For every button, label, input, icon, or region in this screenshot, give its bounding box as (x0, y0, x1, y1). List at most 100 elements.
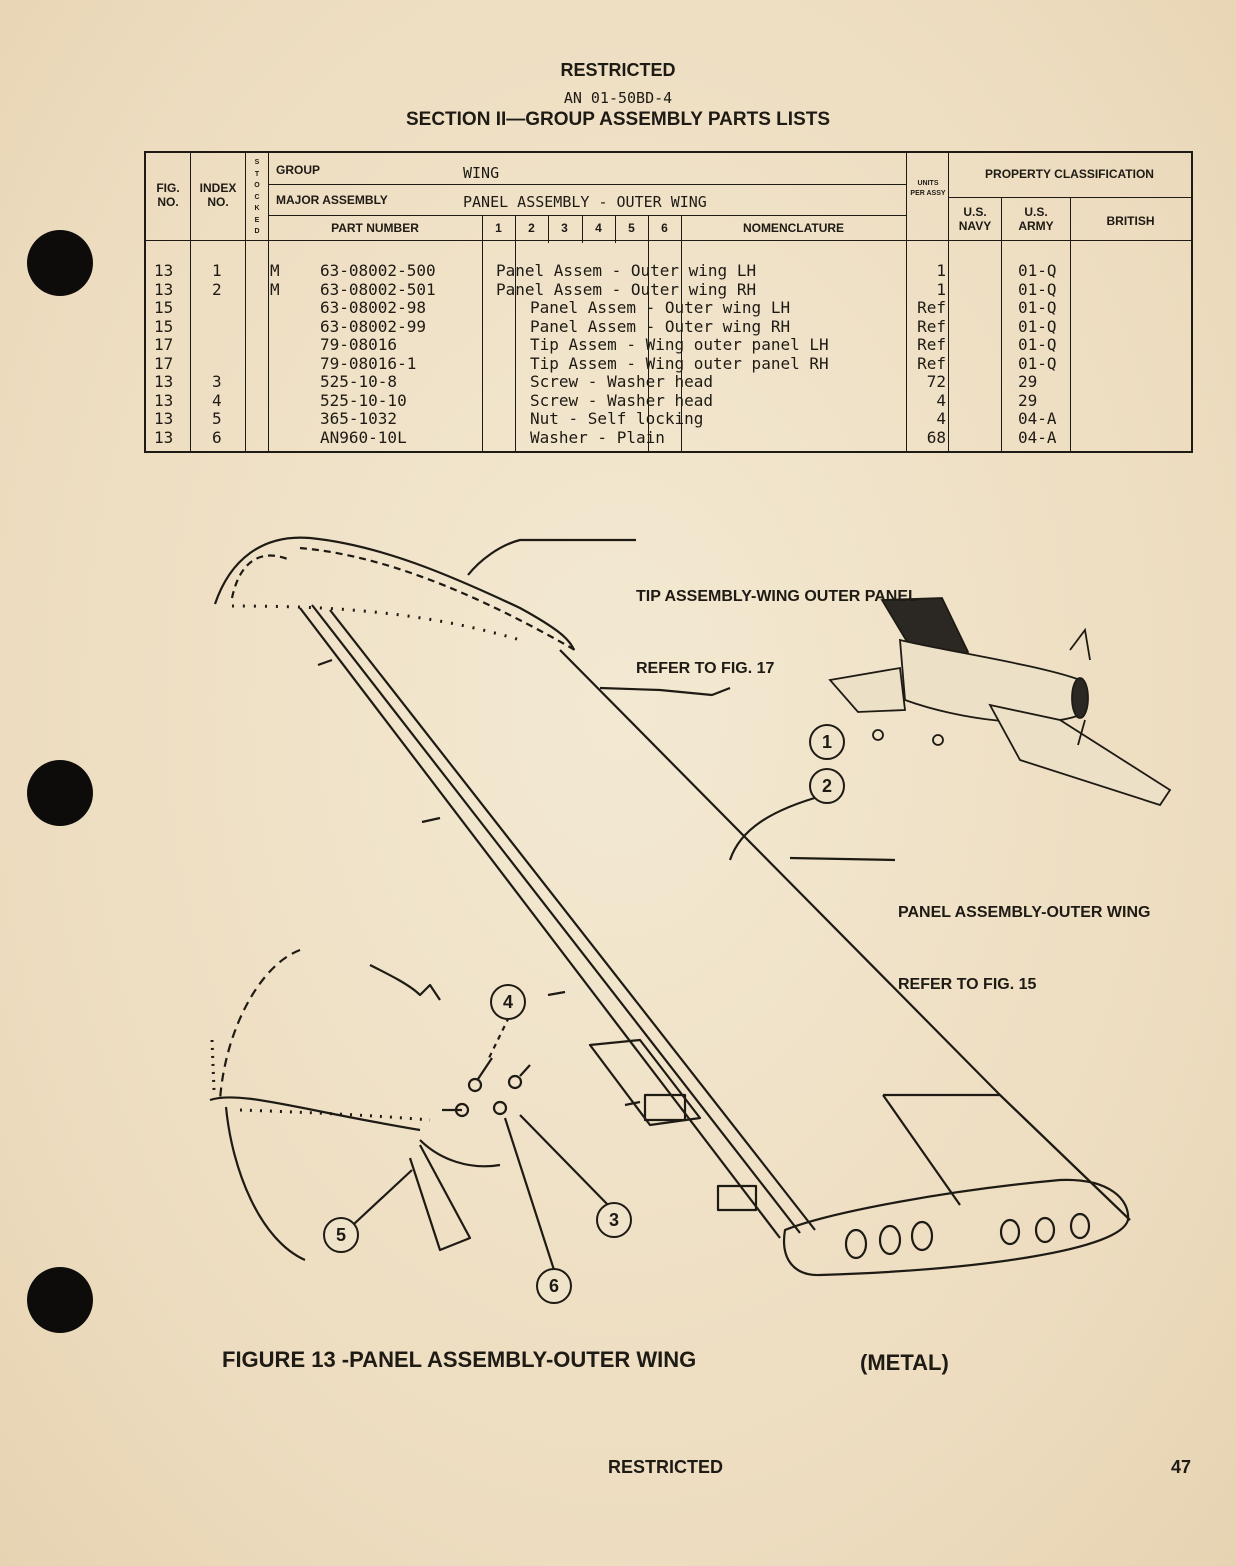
indent-col-3: 3 (561, 221, 568, 235)
army-cell: 01-Q (1018, 316, 1057, 336)
nomenclature-cell: Screw - Washer head (530, 390, 714, 410)
part-number-cell: 79-08016-1 (320, 353, 417, 373)
part-number-cell: 525-10-8 (320, 372, 398, 391)
col-units-per-assy: UNITS PER ASSY (910, 180, 946, 197)
col-property-classification: PROPERTY CLASSIFICATION (985, 167, 1154, 181)
indent-col-2: 2 (528, 221, 535, 235)
stocked-letter: D (254, 228, 260, 235)
figure-caption-material: (METAL) (860, 1350, 949, 1375)
indent-col-4: 4 (595, 221, 602, 235)
index-cell: 5 (212, 409, 222, 428)
nomenclature-cell: Panel Assem - Outer wing RH (496, 279, 757, 299)
army-cell: 29 (1018, 372, 1038, 391)
fig-cell: 13 (154, 279, 174, 299)
panel-label-line2: REFER TO FIG. 15 (898, 976, 1037, 993)
callout-4: 4 (490, 984, 526, 1020)
group-label: GROUP (276, 163, 321, 177)
binder-hole-top (27, 230, 93, 296)
stocked-letter: T (254, 170, 260, 178)
callout-6: 6 (536, 1268, 572, 1304)
part-number-cell: 365-1032 (320, 409, 398, 428)
index-cell: 4 (212, 390, 222, 410)
fig-cell: 13 (154, 390, 174, 410)
nomenclature-cell: Panel Assem - Outer wing LH (530, 298, 791, 317)
exploded-tip-outline (218, 948, 301, 1101)
col-part-number: PART NUMBER (331, 221, 419, 235)
nomenclature-cell: Nut - Self locking (530, 409, 704, 428)
document-number: AN 01-50BD-4 (563, 89, 673, 107)
binder-hole-middle (27, 760, 93, 826)
units-cell: 1 (936, 279, 946, 299)
index-cell: 1 (212, 261, 222, 280)
airplane-inset (828, 597, 1172, 807)
units-cell: Ref (917, 335, 946, 354)
fig-cell: 13 (154, 409, 174, 428)
section-title: SECTION II—GROUP ASSEMBLY PARTS LISTS (405, 109, 831, 130)
stocked-letter: S (254, 159, 260, 166)
units-cell: 72 (926, 372, 946, 391)
nomenclature-cell: Panel Assem - Outer wing RH (530, 316, 791, 336)
army-cell: 01-Q (1018, 335, 1057, 354)
panel-assembly-label: PANEL ASSEMBLY-OUTER WING REFER TO FIG. … (898, 853, 1150, 1021)
stocked-cell: M (270, 279, 280, 299)
callout-1: 1 (809, 724, 845, 760)
restricted-header: RESTRICTED (560, 60, 676, 80)
units-cell: 4 (936, 409, 946, 428)
major-assembly-value: PANEL ASSEMBLY - OUTER WING (463, 193, 707, 211)
part-number-cell: 525-10-10 (320, 390, 407, 410)
units-cell: 1 (936, 261, 946, 280)
tip-label-line2: REFER TO FIG. 17 (636, 660, 775, 677)
nomenclature-cell: Washer - Plain (530, 427, 665, 447)
stocked-cell: M (270, 261, 280, 280)
army-cell: 04-A (1018, 409, 1057, 428)
col-british: BRITISH (1106, 214, 1155, 228)
army-cell: 01-Q (1018, 353, 1057, 373)
callout-3: 3 (596, 1202, 632, 1238)
table-row: 13 1 M 63-08002-500 Panel Assem - Outer wing… (146, 261, 1191, 281)
nomenclature-cell: Panel Assem - Outer wing LH (496, 261, 757, 280)
fig-cell: 13 (154, 372, 174, 391)
army-cell: 01-Q (1018, 261, 1057, 280)
fig-cell: 13 (154, 261, 174, 280)
callout-2: 2 (809, 768, 845, 804)
col-fig-no: FIG. NO. (156, 181, 180, 209)
units-cell: Ref (917, 353, 946, 373)
binder-hole-bottom (27, 1267, 93, 1333)
part-number-cell: 63-08002-99 (320, 316, 426, 336)
indent-col-5: 5 (628, 221, 635, 235)
group-value: WING (463, 164, 500, 182)
fig-cell: 13 (154, 427, 174, 447)
col-nomenclature: NOMENCLATURE (742, 221, 845, 235)
fig-cell: 15 (154, 298, 174, 317)
figure-caption: FIGURE 13 -PANEL ASSEMBLY-OUTER WING (222, 1347, 697, 1372)
stocked-letter: E (254, 216, 260, 224)
tip-dashed-curve (230, 554, 291, 599)
callout-5: 5 (323, 1217, 359, 1253)
col-us-navy: U.S. NAVY (958, 205, 992, 233)
part-number-cell: 63-08002-500 (320, 261, 436, 280)
units-cell: Ref (917, 316, 946, 336)
restricted-footer: RESTRICTED (608, 1457, 724, 1477)
stocked-letter: O (254, 182, 260, 189)
table-row: 15 63-08002-98 Panel Assem - Outer wing LH… (146, 298, 1191, 318)
index-cell: 3 (212, 372, 222, 391)
nomenclature-cell: Tip Assem - Wing outer panel LH (530, 335, 829, 354)
part-number-cell: 63-08002-98 (320, 298, 426, 317)
wing-root-rib (782, 1178, 1130, 1277)
table-row: 13 5 365-1032 Nut - Self locking 4 04-A (146, 409, 1191, 429)
army-cell: 01-Q (1018, 279, 1057, 299)
page-number: 47 (1171, 1457, 1192, 1477)
stocked-letter: K (254, 205, 260, 212)
major-assembly-label: MAJOR ASSEMBLY (276, 193, 388, 207)
part-number-cell: 63-08002-501 (320, 279, 436, 299)
army-cell: 04-A (1018, 427, 1057, 447)
army-cell: 29 (1018, 390, 1038, 410)
